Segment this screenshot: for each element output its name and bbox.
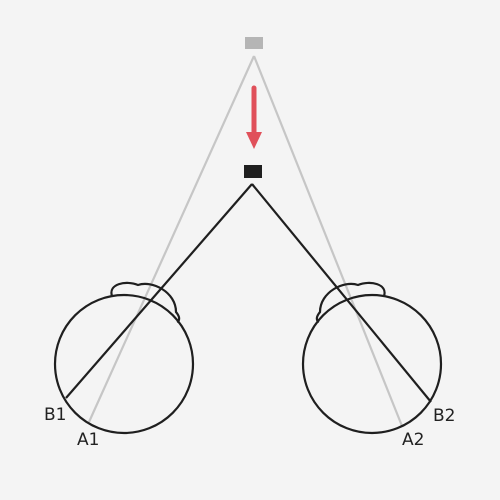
label-a2: A2 bbox=[402, 430, 424, 450]
left-eyeball bbox=[53, 293, 195, 435]
far-sight-line-left bbox=[87, 55, 256, 423]
near-sight-line-left bbox=[65, 183, 253, 399]
left-eye bbox=[53, 281, 195, 435]
down-arrow-icon bbox=[246, 85, 262, 149]
label-a1: A1 bbox=[77, 430, 99, 450]
near-sight-line-right bbox=[251, 183, 432, 403]
far-object-icon bbox=[245, 37, 263, 49]
right-eyeball bbox=[301, 293, 443, 435]
far-sight-line-right bbox=[252, 55, 404, 427]
near-object-icon bbox=[244, 165, 262, 178]
right-cornea bbox=[315, 281, 386, 323]
right-eye bbox=[301, 281, 443, 435]
left-cornea bbox=[110, 281, 181, 323]
label-b1: B1 bbox=[44, 405, 66, 425]
arrow-head bbox=[246, 132, 262, 149]
label-b2: B2 bbox=[433, 406, 455, 426]
